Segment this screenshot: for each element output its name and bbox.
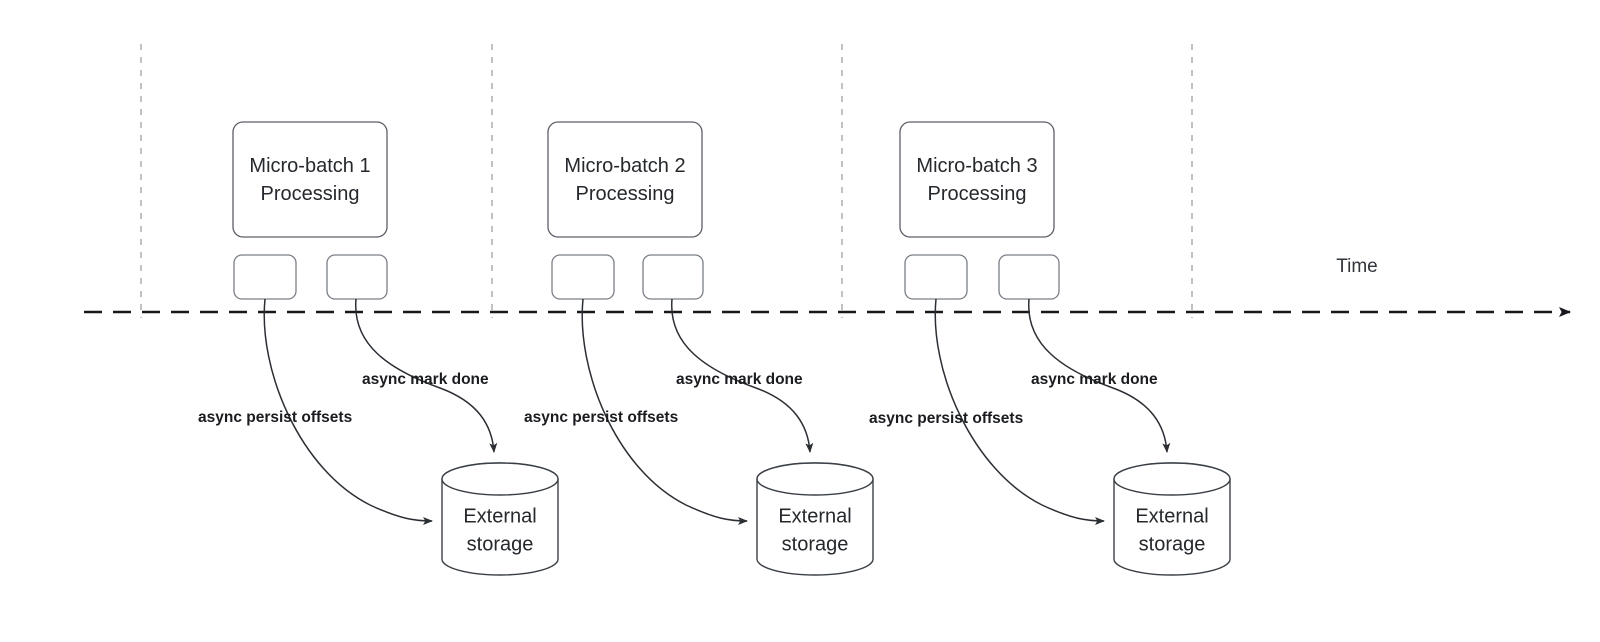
cylinder-top-ellipse [441, 462, 559, 496]
storage-label-line1: External [778, 505, 851, 527]
time-axis-label: Time [1336, 256, 1378, 277]
micro-batch-label-line1: Micro-batch 1 [249, 155, 370, 177]
async-flow-label: async mark done [362, 371, 489, 388]
micro-batch-label-line2: Processing [261, 183, 360, 205]
async-flow-label: async mark done [676, 371, 803, 388]
micro-batch-label-line2: Processing [576, 183, 675, 205]
micro-batch-label-line1: Micro-batch 2 [564, 155, 685, 177]
micro-batch-event-box[interactable] [326, 254, 388, 300]
async-flow-arrow [581, 298, 748, 525]
micro-batch-box[interactable] [547, 121, 703, 238]
micro-batch-event-box[interactable] [233, 254, 297, 300]
cylinder-top-ellipse [756, 462, 874, 496]
micro-batch-label-line2: Processing [928, 183, 1027, 205]
edge-labels-group: async persist offsets async mark done asyn… [198, 371, 1158, 427]
storage-label-line2: storage [782, 533, 849, 555]
micro-batch-box[interactable] [232, 121, 388, 238]
micro-batch-event-box[interactable] [551, 254, 615, 300]
async-flow-arrow [671, 298, 814, 453]
cylinder-top-ellipse [1113, 462, 1231, 496]
micro-batch-box[interactable] [899, 121, 1055, 238]
async-flow-arrow [355, 298, 498, 453]
async-flow-label: async persist offsets [524, 409, 678, 426]
storage-label-line2: storage [1139, 533, 1206, 555]
async-flow-arrow [1028, 298, 1171, 453]
async-flow-label: async mark done [1031, 371, 1158, 388]
async-flow-arrow [263, 298, 433, 525]
async-flow-label: async persist offsets [198, 409, 352, 426]
micro-batch-label-line1: Micro-batch 3 [916, 155, 1037, 177]
micro-batch-event-box[interactable] [904, 254, 968, 300]
storage-label-line1: External [1135, 505, 1208, 527]
micro-batch-event-box[interactable] [642, 254, 704, 300]
storage-label-line1: External [463, 505, 536, 527]
async-flow-arrow [934, 298, 1105, 525]
async-flow-label: async persist offsets [869, 410, 1023, 427]
storage-label-line2: storage [467, 533, 534, 555]
batch-groups: Micro-batch 1ProcessingExternalstorageMi… [232, 121, 1231, 576]
micro-batch-event-box[interactable] [998, 254, 1060, 300]
